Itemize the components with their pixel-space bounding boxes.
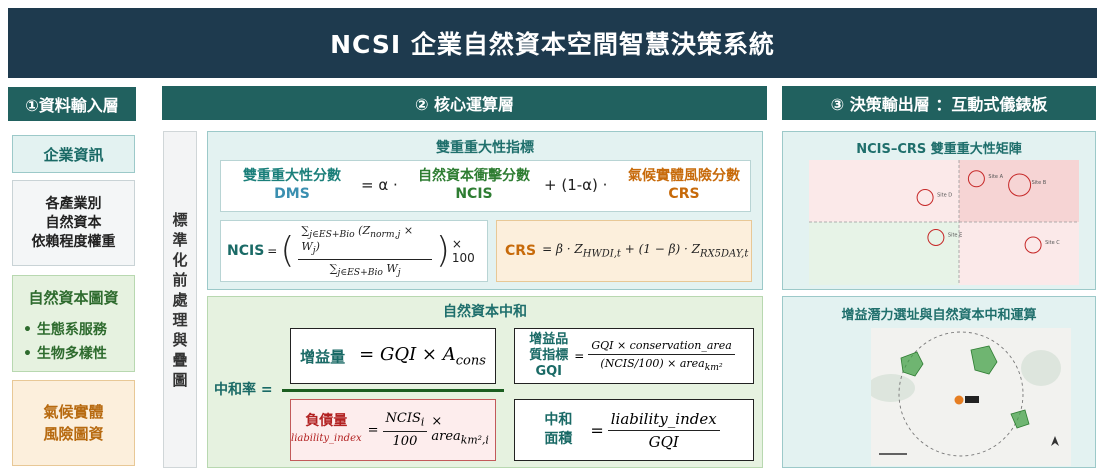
matrix-point-label: Site B — [1032, 180, 1047, 186]
double-materiality-title: 雙重重大性指標 — [436, 140, 534, 156]
nature-map-item: • 生態系服務 — [23, 322, 107, 338]
offset-title: 自然資本中和 — [443, 304, 527, 320]
input-layer-header: ①資料輸入層 — [8, 87, 136, 121]
ncis-abbr: NCIS — [455, 186, 493, 202]
gqi-formula: 增益品 質指標 GQI = GQI × conservation_area (N… — [514, 328, 754, 384]
dependency-line-1: 各產業別 — [45, 195, 102, 212]
dms-abbr: DMS — [274, 186, 310, 202]
candidate-site-polygon — [970, 345, 998, 375]
offset-section: 自然資本中和 中和率 = 增益量 = GQI × Acons 負債量 liabi… — [207, 296, 763, 468]
climate-risk-box: 氣候實體 風險圖資 — [12, 380, 135, 466]
company-info-box: 企業資訊 — [12, 135, 135, 173]
company-site-marker — [954, 395, 964, 405]
liability-sub: liability_index — [291, 433, 362, 444]
ncis-formula: NCIS = ( ∑j∈ES+Bio (Znorm,j × Wj) ∑j∈ES+… — [220, 220, 488, 282]
offset-area-formula: 中和 面積 = liability_index GQI — [514, 399, 754, 461]
liability-label: 負債量 — [305, 413, 348, 429]
matrix-point-label: Site E — [948, 233, 962, 239]
liability-formula: 負債量 liability_index = NCISi 100 × areakm… — [290, 399, 496, 461]
ncis-label: 自然資本衝擊分數 — [418, 168, 530, 184]
site-label-marker — [965, 396, 979, 403]
dms-label: 雙重重大性分數 — [243, 168, 341, 184]
candidate-site-polygon — [900, 351, 924, 377]
offset-fraction-bar — [282, 389, 504, 392]
matrix-point — [967, 170, 985, 188]
crs-formula-lhs: CRS — [505, 243, 537, 259]
siting-panel: 增益潛力選址與自然資本中和運算 — [782, 296, 1096, 468]
matrix-point — [916, 189, 934, 206]
matrix-point — [1024, 236, 1042, 254]
page-title: NCSI 企業自然資本空間智慧決策系統 — [8, 8, 1097, 78]
nature-map-item: • 生物多樣性 — [23, 346, 107, 362]
offset-rate-label: 中和率 = — [214, 382, 273, 398]
dependency-line-3: 依賴程度權重 — [31, 233, 116, 250]
siting-title: 增益潛力選址與自然資本中和運算 — [841, 308, 1037, 323]
candidate-site-polygon — [1010, 409, 1030, 429]
climate-line-1: 氣候實體 — [43, 403, 104, 421]
crs-formula: CRS = β · ZHWDI,t + (1 − β) · ZRX5DAY,t — [496, 220, 752, 282]
climate-line-2: 風險圖資 — [43, 425, 104, 443]
alpha-term: = α · — [361, 176, 398, 194]
preprocess-label: 標 準 化 前 處 理 與 疊 圖 — [163, 131, 197, 468]
materiality-matrix-chart: Site A Site B Site D Site E Site C — [809, 160, 1079, 285]
dms-equation: 雙重重大性分數 DMS = α · 自然資本衝擊分數 NCIS + (1-α) … — [220, 160, 751, 212]
gain-formula: 增益量 = GQI × Acons — [290, 328, 496, 384]
matrix-point-label: Site D — [937, 193, 952, 199]
nature-map-box: 自然資本圖資 • 生態系服務 • 生物多樣性 — [12, 275, 135, 372]
matrix-title: NCIS–CRS 雙重重大性矩陣 — [856, 142, 1022, 157]
dependency-line-2: 自然資本 — [45, 214, 102, 231]
siting-map — [871, 328, 1071, 466]
nature-map-title: 自然資本圖資 — [28, 289, 119, 307]
one-minus-alpha-term: + (1-α) · — [544, 176, 608, 194]
matrix-point — [1008, 173, 1032, 197]
crs-label: 氣候實體風險分數 — [628, 168, 740, 184]
core-layer-header: ② 核心運算層 — [162, 86, 767, 120]
crs-abbr: CRS — [668, 186, 700, 202]
matrix-point-label: Site C — [1045, 240, 1060, 246]
double-materiality-section: 雙重重大性指標 雙重重大性分數 DMS = α · 自然資本衝擊分數 NCIS … — [207, 131, 763, 290]
north-arrow-icon — [1051, 436, 1059, 446]
ncis-formula-lhs: NCIS — [227, 243, 265, 259]
gain-label: 增益量 — [300, 347, 346, 366]
matrix-point-label: Site A — [988, 174, 1003, 180]
output-layer-header: ③ 決策輸出層 ：互動式儀錶板 — [782, 86, 1096, 120]
dependency-weight-box: 各產業別 自然資本 依賴程度權重 — [12, 180, 135, 266]
matrix-point — [927, 229, 945, 246]
